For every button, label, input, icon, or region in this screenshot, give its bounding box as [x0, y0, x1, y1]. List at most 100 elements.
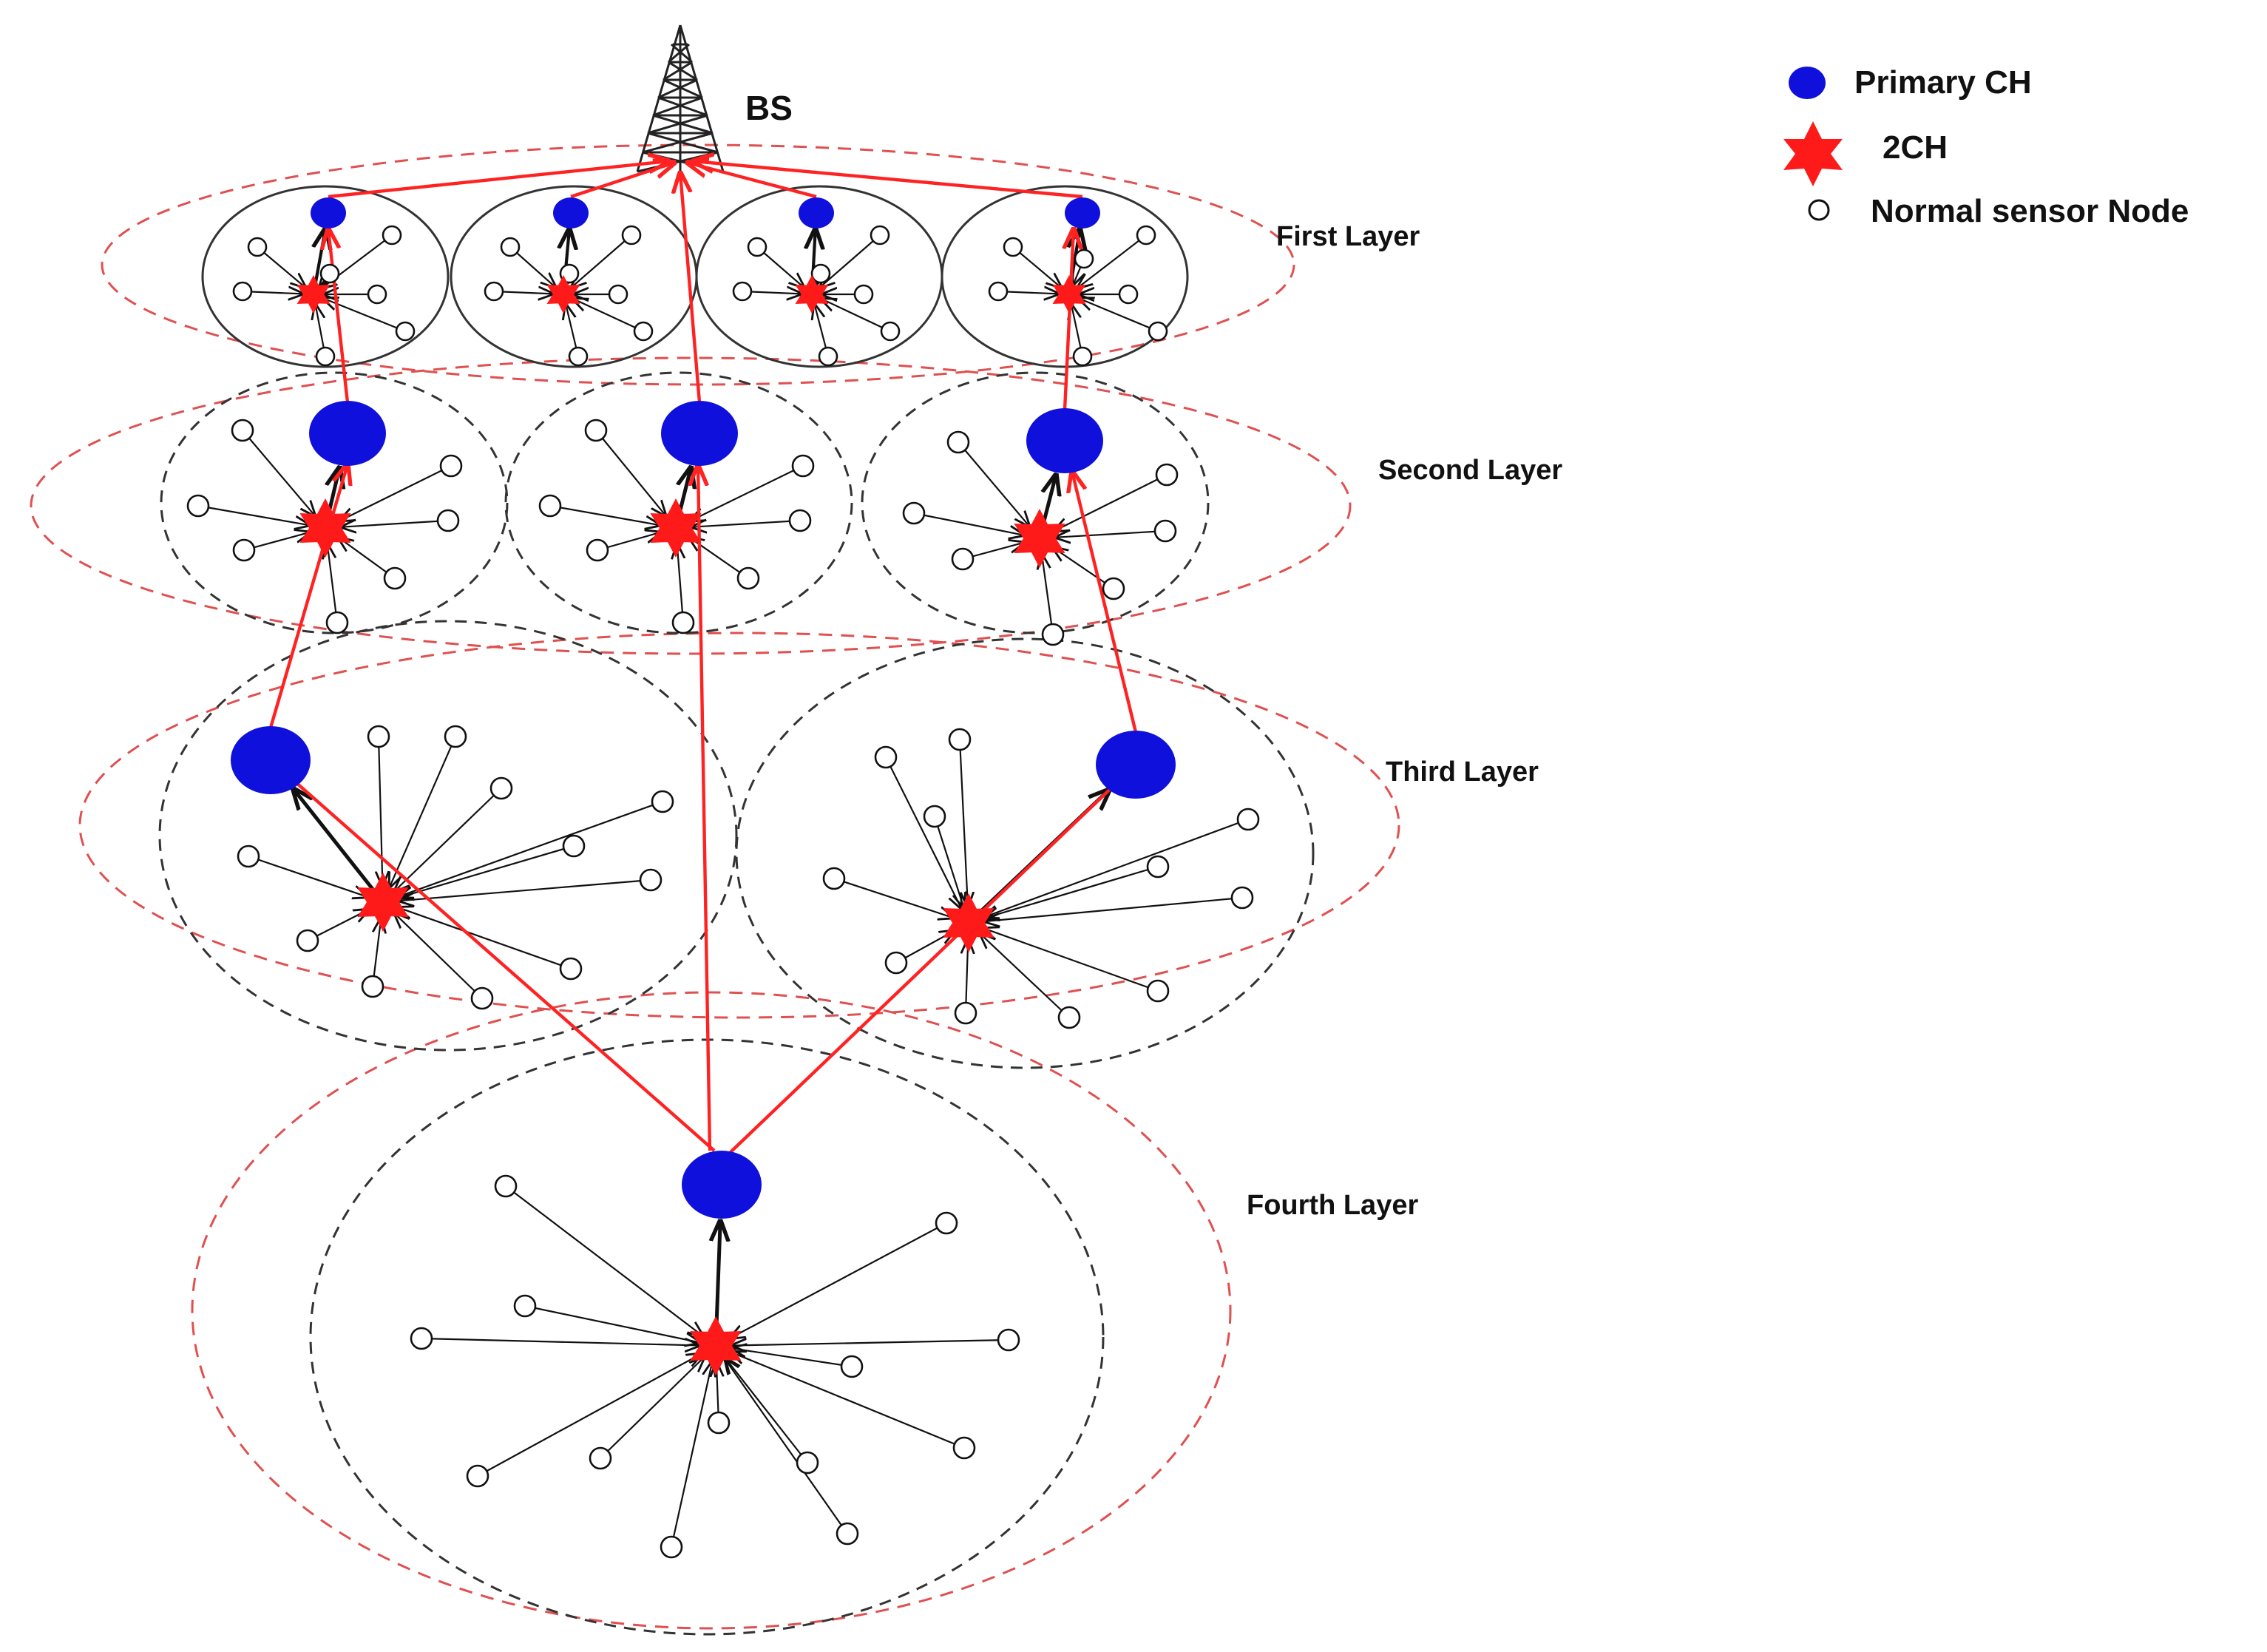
- cluster-l2-2: [504, 371, 853, 634]
- sensor-link: [1012, 246, 1061, 288]
- normal-sensor-node: [186, 494, 210, 518]
- cluster-l3-2: [735, 637, 1315, 1069]
- cluster-heads: [231, 197, 1176, 1375]
- sensor-link: [1079, 299, 1159, 333]
- layer-boundaries: [30, 143, 1400, 1630]
- secondary-cluster-head: [650, 498, 702, 558]
- sensor-link: [833, 877, 953, 918]
- cluster-l2-1: [160, 371, 509, 634]
- sensor-link: [573, 299, 644, 332]
- normal-sensor-node: [232, 281, 253, 302]
- normal-sensor-node: [651, 790, 674, 813]
- normal-sensor-node: [1136, 225, 1156, 246]
- normal-sensor-node: [584, 419, 608, 442]
- normal-sensor-node: [1230, 886, 1254, 910]
- normal-sensor-node: [466, 1464, 489, 1488]
- base-station-tower-icon: [636, 24, 725, 173]
- sensor-link: [933, 816, 963, 907]
- normal-sensor-node: [621, 225, 642, 246]
- normal-sensor-node: [470, 986, 494, 1010]
- cluster-l1-1: [201, 185, 450, 368]
- sensor-link: [395, 913, 483, 999]
- legend-2ch-label: 2CH: [1883, 129, 1948, 166]
- sensor-link: [1053, 547, 1114, 589]
- route-link: [729, 765, 1136, 1154]
- normal-sensor-node: [1057, 1006, 1081, 1029]
- normal-sensor-node: [1041, 623, 1065, 646]
- normal-sensor-node: [1148, 321, 1168, 342]
- normal-sensor-node: [325, 611, 349, 634]
- sensor-link: [595, 430, 665, 515]
- primary-cluster-head: [1026, 408, 1103, 473]
- normal-sensor-node: [1146, 855, 1170, 879]
- sensor-link: [984, 818, 1249, 917]
- normal-sensor-node: [1236, 808, 1260, 831]
- normal-sensor-node: [444, 725, 467, 748]
- sensor-link: [549, 504, 660, 525]
- fourth-layer-boundary: [191, 991, 1232, 1630]
- normal-sensor-node: [791, 454, 815, 478]
- primary-cluster-head: [1065, 197, 1100, 228]
- normal-sensor-node: [796, 1451, 819, 1475]
- sensor-link: [340, 465, 452, 521]
- sensor-link: [726, 1358, 808, 1463]
- sensor-link: [399, 879, 651, 901]
- normal-sensor-node: [736, 566, 760, 590]
- first-layer-label: First Layer: [1276, 221, 1420, 252]
- normal-sensor-node: [315, 346, 336, 367]
- second-layer-label: Second Layer: [1378, 455, 1562, 486]
- normal-sensor-node: [884, 951, 908, 975]
- sensor-link: [524, 1304, 699, 1342]
- sensor-link: [1077, 234, 1147, 288]
- sensor-link: [984, 865, 1159, 918]
- sensor-link: [725, 1359, 848, 1534]
- normal-sensor-node: [874, 745, 898, 769]
- normal-sensor-node: [559, 957, 583, 981]
- sensor-link: [958, 739, 968, 907]
- normal-sensor-nodes: [186, 225, 1260, 1559]
- normal-sensor-node: [1074, 248, 1094, 269]
- sensor-to-2ch-links: [197, 234, 1249, 1548]
- normal-sensor-node: [562, 834, 586, 858]
- normal-sensor-node: [231, 419, 254, 442]
- sensor-link: [379, 736, 382, 886]
- secondary-cluster-head: [299, 498, 351, 558]
- normal-sensor-node: [948, 728, 972, 751]
- normal-sensor-node: [608, 284, 628, 305]
- second-layer-boundary: [30, 356, 1352, 655]
- normal-sensor-node: [923, 805, 946, 828]
- normal-sensor-node: [952, 1436, 976, 1460]
- normal-sensor-node: [997, 1328, 1020, 1352]
- legend-2ch-icon: [1783, 121, 1843, 186]
- sensor-link: [756, 246, 804, 288]
- normal-sensor-node: [237, 844, 260, 868]
- sensor-link: [509, 246, 555, 287]
- normal-sensor-node: [633, 321, 654, 342]
- normal-sensor-node: [954, 1001, 977, 1025]
- sensor-link: [307, 910, 368, 941]
- normal-sensor-node: [589, 1446, 612, 1470]
- normal-sensor-node: [836, 1522, 859, 1546]
- secondary-cluster-head: [1052, 275, 1086, 314]
- sensor-link: [395, 788, 502, 891]
- normal-sensor-node: [538, 494, 562, 518]
- normal-sensor-node: [810, 263, 831, 284]
- secondary-cluster-head: [690, 1316, 742, 1375]
- sensor-link: [197, 504, 309, 525]
- sensor-link: [505, 1185, 702, 1336]
- sensor-link: [600, 1357, 704, 1459]
- sensor-link: [399, 844, 575, 898]
- normal-sensor-node: [988, 281, 1009, 302]
- normal-sensor-node: [660, 1535, 683, 1559]
- normal-sensor-node: [853, 284, 874, 305]
- secondary-cluster-head: [296, 275, 331, 314]
- legend-normal-node-label: Normal sensor Node: [1871, 193, 2189, 229]
- normal-sensor-node: [880, 321, 901, 342]
- cluster-l1-4: [941, 185, 1189, 368]
- normal-sensor-node: [1153, 519, 1177, 543]
- sensor-link: [820, 234, 881, 288]
- normal-sensor-node: [500, 237, 521, 257]
- normal-sensor-node: [747, 237, 767, 257]
- legend-primary-ch-icon: [1789, 67, 1826, 99]
- sensor-link: [670, 1361, 712, 1548]
